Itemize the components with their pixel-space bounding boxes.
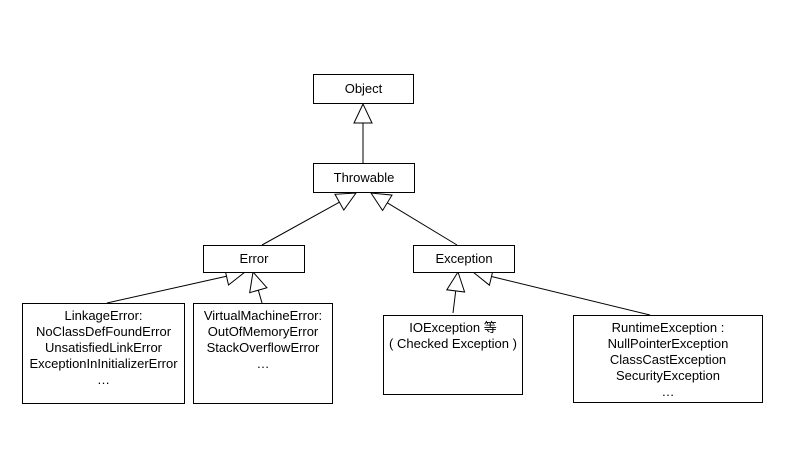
inheritance-line — [257, 290, 263, 304]
inheritance-edge-runtime-exception — [471, 267, 651, 316]
class-box-throwable: Throwable — [313, 163, 415, 193]
class-box-line: OutOfMemoryError — [207, 324, 319, 339]
class-box-line: … — [661, 384, 675, 399]
class-box-error: Error — [203, 245, 305, 273]
class-box-line: StackOverflowError — [206, 340, 320, 355]
class-box-virtual-machine-error-group: VirtualMachineError: OutOfMemoryError St… — [193, 303, 333, 404]
class-box-line: ( Checked Exception ) — [389, 336, 517, 351]
class-box-line: … — [97, 372, 110, 387]
class-box-line: IOException 等 — [409, 320, 497, 335]
inheritance-edge-vm-error — [249, 270, 268, 304]
inheritance-arrowhead — [445, 270, 466, 293]
class-box-line: ExceptionInInitializerError — [29, 356, 178, 371]
inheritance-arrowhead — [353, 102, 373, 124]
class-box-line: NoClassDefFoundError — [35, 324, 172, 339]
inheritance-edge-io-exception — [445, 270, 466, 314]
class-box-io-exception-group: IOException 等 ( Checked Exception ) — [383, 315, 523, 395]
class-box-line: … — [256, 356, 270, 371]
class-box-line: RuntimeException : — [611, 320, 725, 335]
class-box-object: Object — [313, 74, 414, 104]
inheritance-arrowhead — [334, 192, 358, 212]
class-box-line: LinkageError: — [64, 308, 143, 323]
class-box-line: NullPointerException — [607, 336, 729, 351]
class-box-linkage-error-group: LinkageError: NoClassDefFoundError Unsat… — [22, 303, 185, 404]
class-box-line: UnsatisfiedLinkError — [44, 340, 163, 355]
inheritance-line — [261, 201, 340, 246]
inheritance-edge-exception-throwable — [370, 192, 458, 246]
class-box-line: SecurityException — [615, 368, 721, 383]
inheritance-arrowhead — [249, 270, 268, 294]
inheritance-edge-error-throwable — [261, 192, 358, 246]
inheritance-edge-throwable-object — [353, 102, 373, 163]
class-box-runtime-exception-group: RuntimeException : NullPointerException … — [573, 315, 763, 403]
inheritance-line — [491, 276, 651, 316]
class-label-error: Error — [239, 251, 269, 266]
inheritance-arrowhead — [370, 192, 393, 212]
inheritance-line — [452, 290, 457, 314]
class-label-exception: Exception — [435, 251, 493, 266]
class-box-line: ClassCastException — [609, 352, 727, 367]
class-box-exception: Exception — [413, 245, 515, 273]
inheritance-line — [387, 202, 458, 246]
inheritance-line — [106, 275, 227, 304]
class-box-line: VirtualMachineError: — [203, 308, 323, 323]
class-label-throwable: Throwable — [333, 170, 395, 185]
class-label-object: Object — [344, 81, 383, 96]
